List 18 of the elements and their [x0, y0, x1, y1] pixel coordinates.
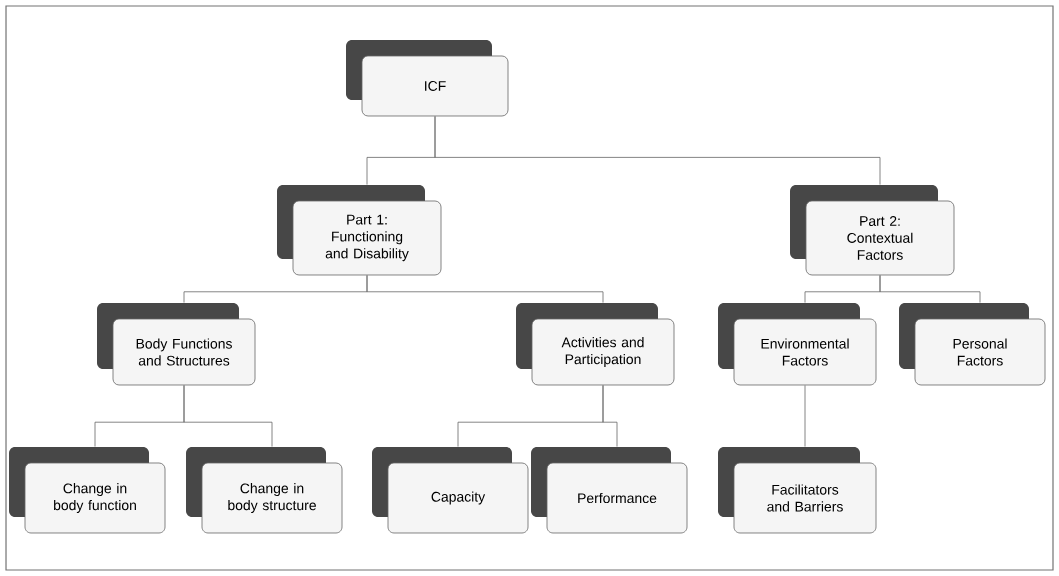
connector: [879, 275, 981, 303]
shadowed-box: Capacity: [372, 447, 529, 534]
connector: [434, 116, 881, 185]
shadowed-box: Part 1: Functioning and Disability: [277, 185, 442, 276]
shadowed-box: ICF: [346, 40, 509, 117]
shadowed-box: Environmental Factors: [718, 303, 877, 386]
connector: [366, 275, 604, 303]
shadowed-box: Change in body function: [9, 447, 166, 534]
shadowed-box: Part 2: Contextual Factors: [790, 185, 955, 276]
shadowed-box: Body Functions and Structures: [97, 303, 256, 386]
connector: [183, 385, 273, 447]
connector: [804, 385, 806, 447]
shadowed-box: Activities and Participation: [516, 303, 675, 386]
shadowed-box: Personal Factors: [899, 303, 1046, 386]
connector: [602, 385, 618, 447]
shadowed-box: Facilitators and Barriers: [718, 447, 877, 534]
shadowed-box: Change in body structure: [186, 447, 343, 534]
shadowed-box: Performance: [531, 447, 688, 534]
